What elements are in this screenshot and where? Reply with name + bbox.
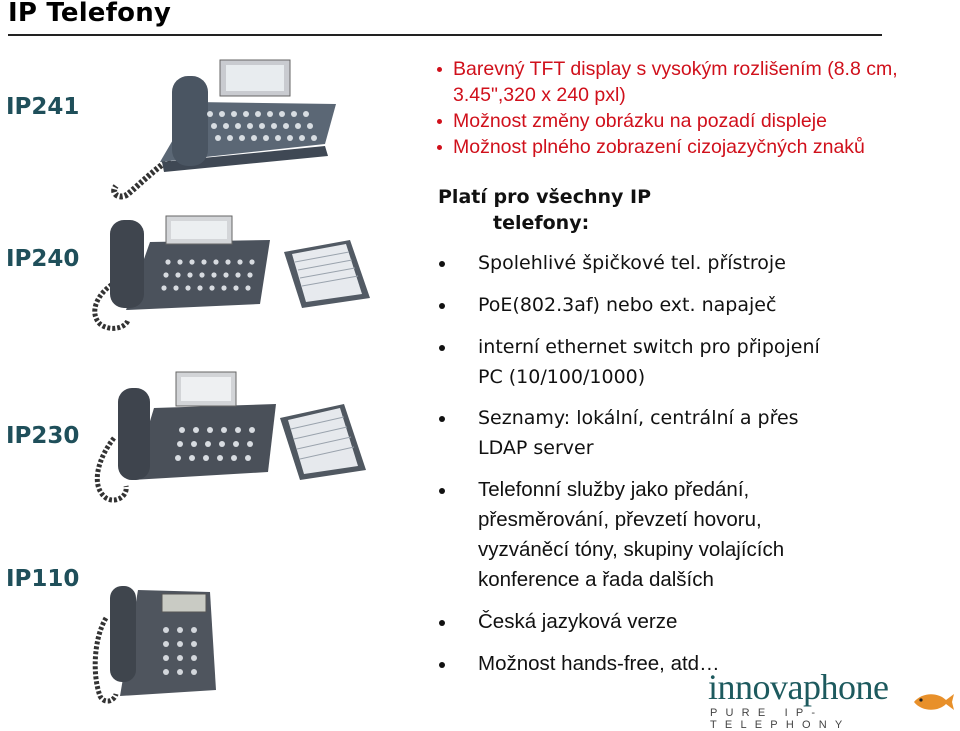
heading-line: telefony: (493, 212, 590, 234)
feature-line: Možnost hands-free, atd… (478, 652, 720, 675)
fish-icon (914, 694, 954, 710)
feature-line: LDAP server (478, 437, 594, 459)
ip230-phone-image (94, 371, 366, 503)
slide-title: IP Telefony (8, 0, 172, 28)
ip241-phone-image (111, 59, 336, 200)
feature-line: Spolehlivé špičkové tel. přístroje (478, 252, 786, 274)
bullet-dot (439, 662, 445, 668)
model-label-ip230: IP230 (6, 423, 80, 449)
feature-line: přesměrování, převzetí hovoru, (478, 508, 762, 531)
feature-item: Barevný TFT display s vysokým rozlišením… (437, 56, 957, 108)
feature-line: PoE(802.3af) nebo ext. napaječ (478, 294, 777, 316)
model-label-ip240: IP240 (6, 246, 80, 272)
bullet-dot (439, 261, 445, 267)
feature-text: Možnost plného zobrazení cizojazyčných z… (453, 136, 865, 158)
heading-line: Platí pro všechny IP (438, 186, 651, 208)
feature-line: konference a řada dalších (478, 568, 714, 591)
feature-line: Seznamy: lokální, centrální a přes (478, 407, 799, 429)
feature-line: interní ethernet switch pro připojení (478, 336, 820, 358)
ip110-phone-image (92, 586, 216, 704)
feature-text: Barevný TFT display s vysokým rozlišením… (453, 58, 898, 106)
feature-item: Možnost změny obrázku na pozadí displeje (437, 108, 957, 134)
bullet-dot (439, 345, 445, 351)
model-label-ip110: IP110 (6, 566, 80, 592)
ip241-feature-list: Barevný TFT display s vysokým rozlišením… (437, 56, 957, 160)
bullet-dot (439, 303, 445, 309)
model-label-ip241: IP241 (6, 94, 80, 120)
ip240-phone-image (92, 215, 370, 331)
feature-line: PC (10/100/1000) (478, 366, 646, 388)
title-divider (8, 34, 882, 36)
bullet-dot (439, 488, 445, 494)
feature-line: Telefonní služby jako předání, (478, 478, 750, 501)
all-phones-heading: Platí pro všechny IP telefony: (438, 184, 651, 236)
feature-item: Možnost plného zobrazení cizojazyčných z… (437, 134, 957, 160)
feature-text: Možnost změny obrázku na pozadí displeje (453, 110, 827, 132)
bullet-dot (439, 416, 445, 422)
feature-line: Česká jazyková verze (478, 610, 678, 633)
feature-line: vyzváněcí tóny, skupiny volajících (478, 538, 785, 561)
logo-brand: innovaphone (708, 667, 889, 707)
bullet-dot (439, 620, 445, 626)
